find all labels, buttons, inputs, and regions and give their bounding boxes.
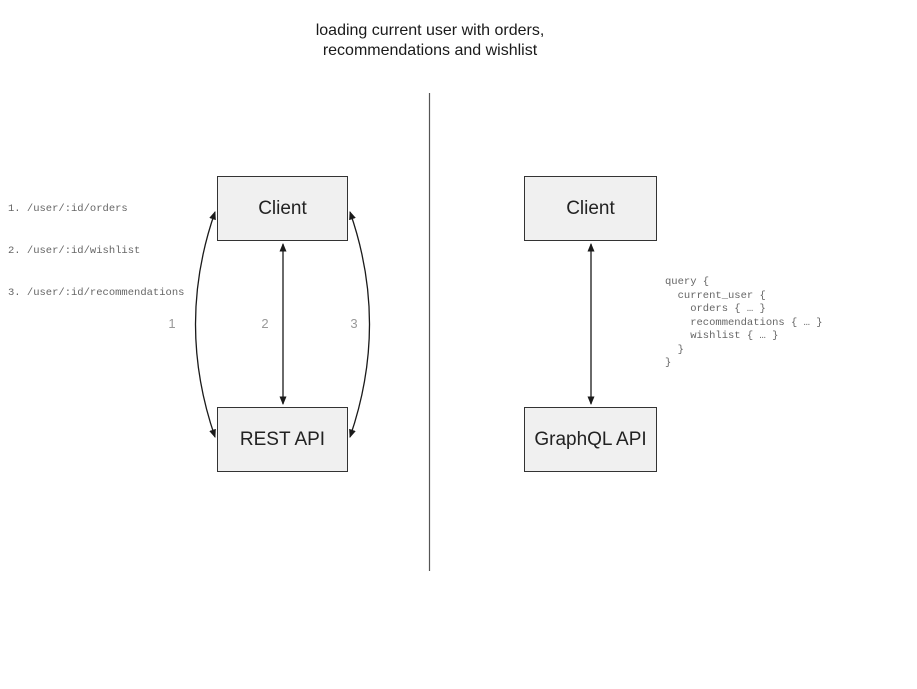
title-line-1: loading current user with orders, bbox=[315, 22, 545, 39]
arrow-label-3: 3 bbox=[350, 316, 358, 331]
endpoint-item-3: 3. /user/:id/recommendations bbox=[8, 287, 185, 299]
graphql-client-box: Client bbox=[524, 176, 657, 241]
rest-api-label: REST API bbox=[239, 428, 326, 450]
graphql-api-label: GraphQL API bbox=[534, 428, 647, 450]
rest-client-label: Client bbox=[258, 197, 307, 219]
graphql-client-label: Client bbox=[566, 197, 615, 219]
rest-arrow-1-curve bbox=[194, 211, 216, 438]
rest-api-box: REST API bbox=[217, 407, 348, 472]
arrow-label-2: 2 bbox=[261, 316, 269, 331]
diagram-title: loading current user with orders, recomm… bbox=[180, 21, 680, 61]
rest-arrow-3-curve bbox=[349, 211, 371, 438]
endpoint-item-2: 2. /user/:id/wishlist bbox=[8, 245, 141, 257]
endpoint-item-1: 1. /user/:id/orders bbox=[8, 203, 128, 215]
graphql-api-box: GraphQL API bbox=[524, 407, 657, 472]
rest-client-box: Client bbox=[217, 176, 348, 241]
arrow-label-1: 1 bbox=[168, 316, 176, 331]
rest-endpoint-list: 1. /user/:id/orders 2. /user/:id/wishlis… bbox=[8, 174, 184, 328]
title-line-2: recommendations and wishlist bbox=[322, 42, 538, 59]
graphql-query-code: query { current_user { orders { … } reco… bbox=[665, 276, 823, 369]
